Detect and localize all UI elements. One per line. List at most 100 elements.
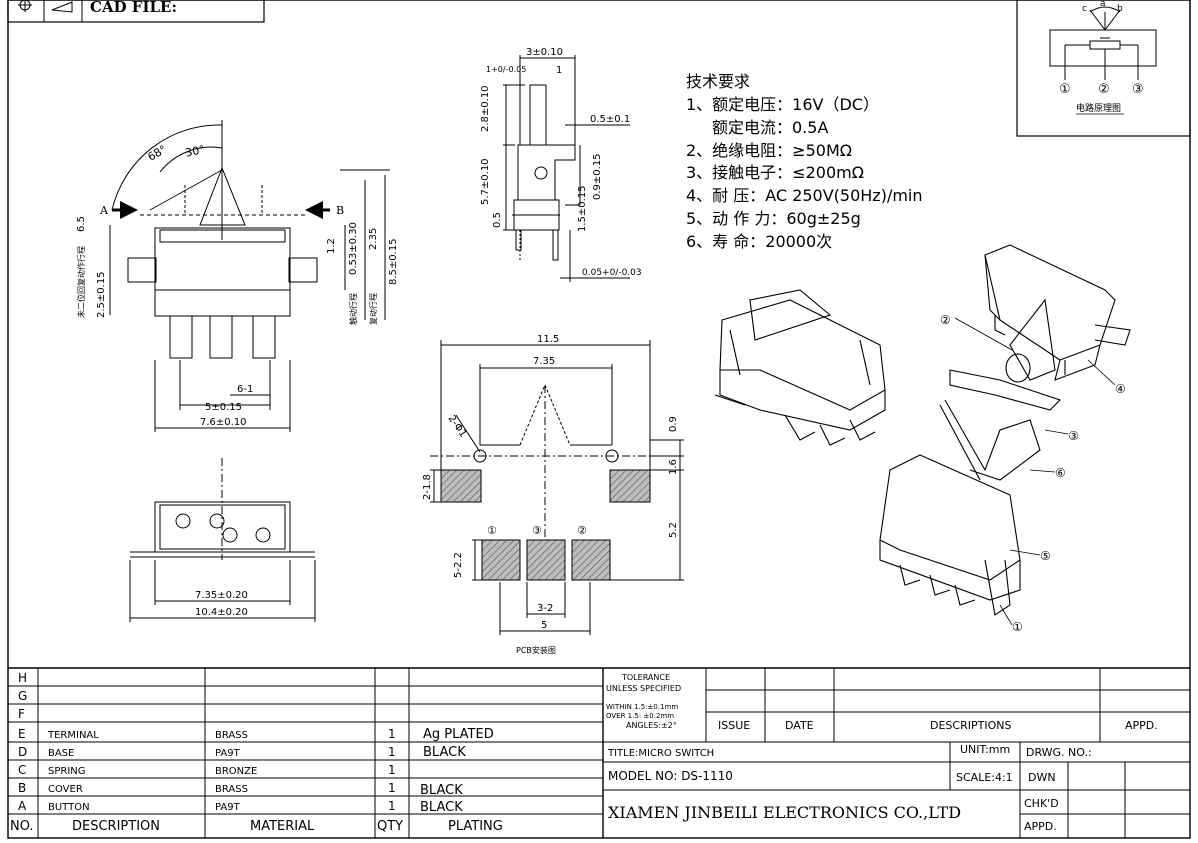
pcb-dim-5: 5: [541, 620, 547, 631]
spec-line-5: 4、耐 压：AC 250V(50Hz)/min: [686, 186, 923, 205]
front-view: [109, 120, 390, 432]
bom-header-plating: PLATING: [448, 819, 503, 834]
pcb-dim-5-2-2: 5-2.2: [453, 552, 464, 578]
pcb-pad-right: [609, 469, 651, 503]
dim-side-0-5b: 0.5: [492, 212, 503, 228]
bom-row-e-desc: TERMINAL: [47, 730, 99, 741]
tolerance-line-1: TOLERANCE: [621, 673, 670, 682]
spec-line-4: 3、接触电子：≤200mΩ: [686, 163, 864, 182]
part-label-d: ⑥: [1055, 466, 1066, 480]
part-label-a: ②: [940, 313, 951, 327]
side-view: [503, 55, 630, 282]
part-label-b: ④: [1115, 382, 1126, 396]
bom-row-d-material: PA9T: [215, 748, 241, 759]
pcb-dim-5-2: 5.2: [668, 522, 679, 538]
dim-8-5: 8.5±0.15: [388, 238, 399, 285]
circuit-caption: 电路原理图: [1076, 102, 1121, 114]
dim-side-5-7: 5.7±0.10: [480, 158, 491, 205]
dim-side-1: 1: [556, 65, 562, 76]
dim-side-0-9: 0.9±0.15: [592, 153, 603, 200]
dim-side-tol-1: 1+0/-0.05: [486, 65, 526, 74]
spec-line-3: 2、绝缘电阻：≥50MΩ: [686, 141, 852, 160]
circuit-letter-c: c: [1082, 4, 1087, 14]
part-label-f: ①: [1012, 620, 1023, 634]
part-label-e: ⑤: [1040, 549, 1051, 563]
pcb-pad-2: [571, 539, 611, 581]
angle-30: 30°: [184, 143, 206, 160]
label-b: B: [336, 204, 344, 217]
pcb-pad-3: [526, 539, 566, 581]
chkd-label: CHK'D: [1024, 797, 1059, 810]
pcb-pin-label-3: ③: [532, 524, 542, 537]
model-no: MODEL NO: DS-1110: [608, 769, 733, 783]
dim-bottom-10-4: 10.4±0.20: [195, 607, 248, 618]
bom-row-c-no: C: [18, 763, 26, 777]
circuit-pin-2: ②: [1098, 82, 1110, 97]
spec-line-6: 5、动 作 力：60g±25g: [686, 209, 861, 228]
bom-row-c-material: BRONZE: [215, 766, 257, 777]
circuit-letter-b: b: [1117, 4, 1123, 14]
dim-bottom-7-35: 7.35±0.20: [195, 590, 248, 601]
tolerance-line-5: ANGLES:±2°: [626, 721, 677, 730]
pcb-dim-1-6: 1.6: [668, 459, 679, 475]
dim-side-2-8: 2.8±0.10: [480, 85, 491, 132]
bom-row-e-plating: Ag PLATED: [423, 727, 494, 742]
bom-row-a-no: A: [18, 799, 27, 813]
dim-5: 5±0.15: [205, 402, 242, 413]
exploded-cover: [984, 244, 1131, 381]
bom-row-e-qty: 1: [388, 727, 396, 741]
bottom-view-labels: 7.35±0.20 10.4±0.20: [195, 590, 248, 618]
circuit-pin-3: ③: [1132, 82, 1144, 97]
bom-row-d-desc: BASE: [48, 748, 74, 759]
bom-header-qty: QTY: [377, 819, 403, 834]
dim-side-0-5a: 0.5±0.1: [590, 114, 630, 125]
drawing-title: TITLE:MICRO SWITCH: [607, 748, 714, 759]
exploded-labels: ② ④ ③ ⑥ ⑤ ①: [940, 313, 1126, 634]
bom-row-h-no: H: [18, 671, 27, 685]
bom-row-e-no: E: [18, 727, 26, 741]
dim-0-53: 0.53±0.30: [348, 222, 359, 275]
pcb-dim-0-9: 0.9: [668, 416, 679, 432]
dim-2-5: 2.5±0.15: [96, 271, 107, 318]
pcb-layout: [430, 340, 684, 635]
bom-row-d-plating: BLACK: [423, 745, 466, 760]
exploded-button: [949, 298, 1062, 411]
bom-row-e-material: BRASS: [215, 730, 248, 741]
bom-row-d-no: D: [18, 745, 27, 759]
circuit-diagram: c a b ① ② ③ 电路原理图: [1016, 0, 1191, 137]
dwn-label: DWN: [1028, 771, 1056, 784]
bom-row-b-desc: COVER: [48, 784, 83, 795]
exploded-view: [714, 244, 1131, 626]
sheet-border: [7, 0, 1191, 839]
cad-label: CAD FILE:: [90, 0, 177, 16]
pcb-pin-label-1: ①: [487, 524, 497, 537]
rev-header-issue: ISSUE: [718, 719, 750, 732]
bom-header-desc: DESCRIPTION: [72, 819, 160, 834]
bom-header-no: NO.: [10, 819, 34, 834]
dim-7-6: 7.6±0.10: [200, 417, 247, 428]
company-name: XIAMEN JINBEILI ELECTRONICS CO.,LTD: [608, 803, 961, 822]
assembled-switch: [714, 289, 886, 446]
dim-1-2: 1.2: [326, 238, 337, 254]
spec-line-1: 1、额定电压：16V（DC）: [686, 95, 879, 114]
exploded-spring: [939, 399, 1041, 481]
bom-row-c-desc: SPRING: [48, 766, 86, 777]
dim-6-1: 6-1: [237, 384, 253, 395]
bom-row-b-plating: BLACK: [420, 783, 463, 798]
tolerance-line-2: UNLESS SPECIFIED: [606, 684, 681, 693]
bom-row-a-desc: BUTTON: [48, 802, 90, 813]
exploded-base: [879, 454, 1021, 616]
rev-header-appd: APPD.: [1125, 719, 1158, 732]
bom-row-c-qty: 1: [388, 763, 396, 777]
side-view-labels: 3±0.10 1+0/-0.05 1 2.8±0.10 0.5±0.1 5.7±…: [480, 47, 642, 278]
front-view-labels: 68° 30° A B 6.5 未二位回复动作行程 2.5±0.15 1.2 触…: [76, 143, 399, 428]
label-a: A: [99, 204, 109, 217]
unit-label: UNIT:mm: [960, 743, 1010, 756]
bottom-view: [129, 458, 316, 622]
pcb-pad-1: [481, 539, 521, 581]
tolerance-line-4: OVER 1.5: ±0.2mm: [606, 712, 674, 720]
pcb-dim-7-35: 7.35: [533, 356, 555, 367]
drwg-no-label: DRWG. NO.:: [1026, 746, 1092, 759]
pcb-pad-left: [440, 469, 482, 503]
spec-line-7: 6、寿 命：20000次: [686, 232, 832, 251]
